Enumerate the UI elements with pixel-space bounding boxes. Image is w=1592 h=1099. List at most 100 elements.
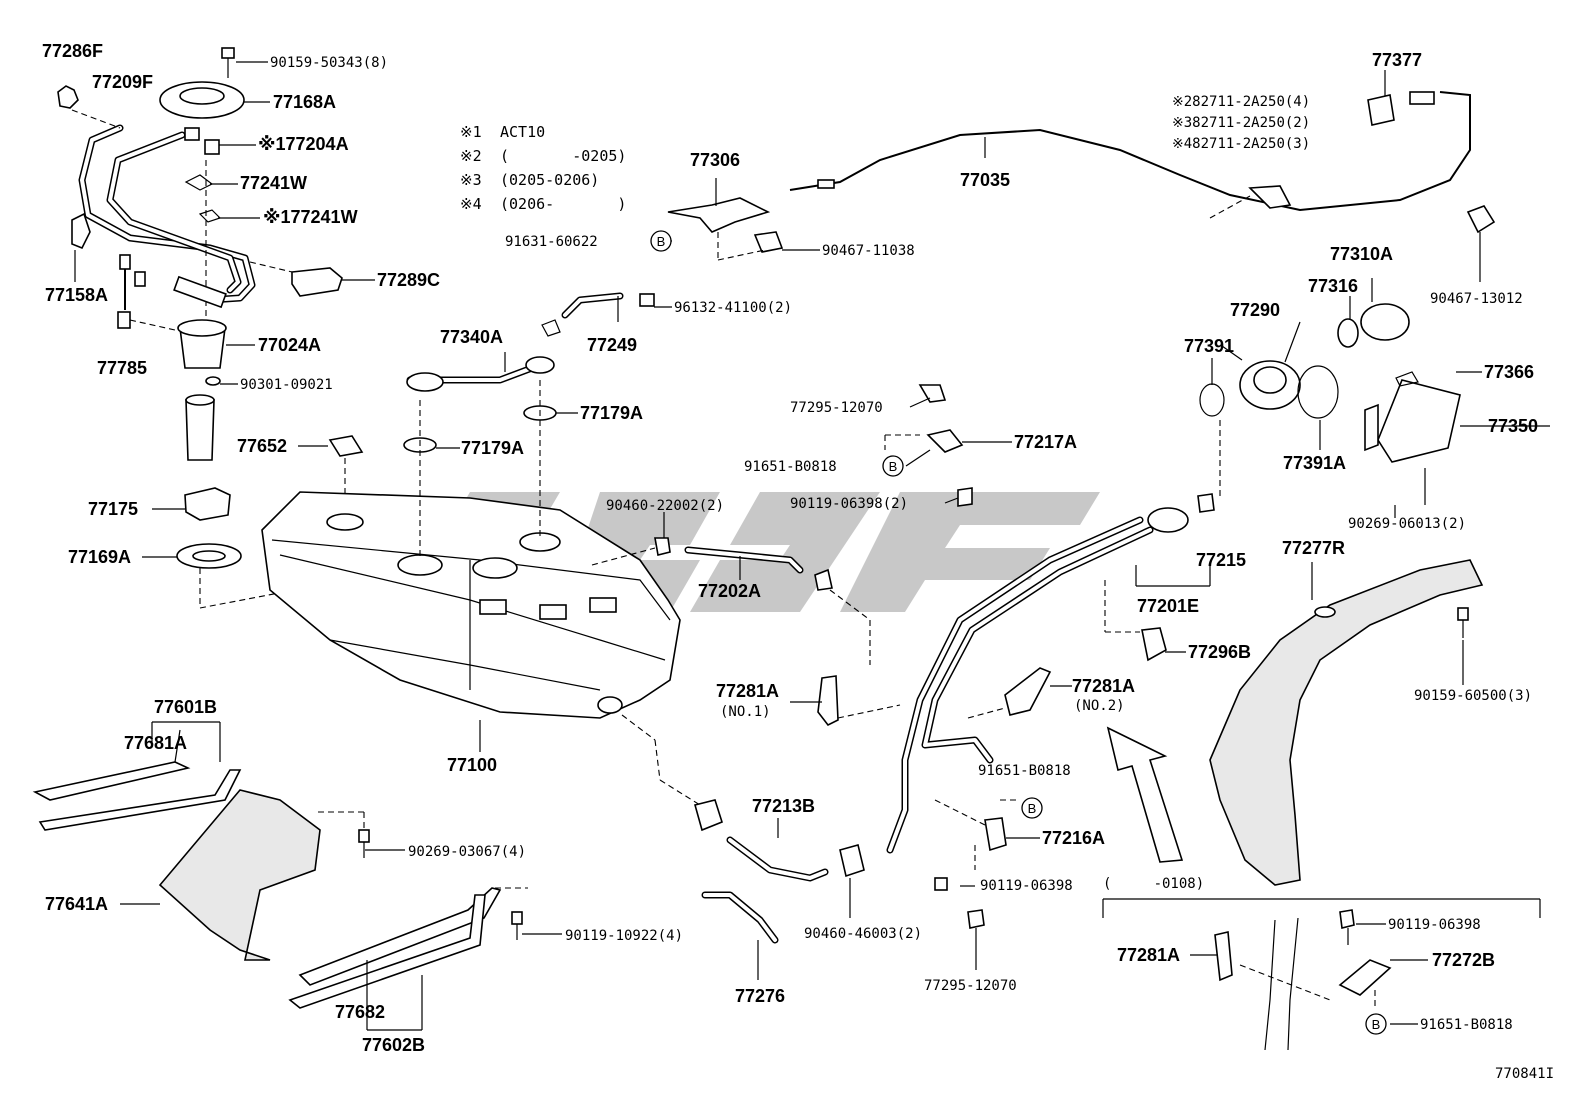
part-77377-shape bbox=[1367, 94, 1395, 126]
label-77366: 77366 bbox=[1484, 362, 1534, 382]
callout-b-3-text: B bbox=[1028, 801, 1037, 816]
label-77281A-no1-sub: (NO.1) bbox=[720, 704, 771, 720]
label-82711-c: ※482711-2A250(3) bbox=[1172, 136, 1310, 152]
note-1-text: ACT10 bbox=[500, 123, 545, 141]
label-77652: 77652 bbox=[237, 436, 287, 456]
label-90467-11038: 90467-11038 bbox=[822, 243, 915, 259]
label-90159-60500: 90159-60500(3) bbox=[1414, 688, 1532, 704]
part-77316-shape bbox=[1337, 318, 1359, 348]
part-77652-shape bbox=[328, 435, 364, 457]
filler-pipe-77201E bbox=[886, 507, 1211, 854]
label-77601B: 77601B bbox=[154, 697, 217, 717]
bolt-90159-50343-shape bbox=[221, 47, 235, 59]
label-77169A: 77169A bbox=[68, 547, 131, 567]
label-90119-10922: 90119-10922(4) bbox=[565, 928, 683, 944]
label-90119-06398-b: 90119-06398 bbox=[980, 878, 1073, 894]
label-90269-06013: 90269-06013(2) bbox=[1348, 516, 1466, 532]
label-0108: ( -0108) bbox=[1103, 876, 1204, 892]
note-2-text: ( -0205) bbox=[500, 147, 626, 165]
vent-tubes bbox=[403, 292, 655, 558]
label-77281A-no2: 77281A bbox=[1072, 676, 1135, 696]
note-4-mark: ※4 bbox=[460, 195, 482, 213]
part-77286F-shape bbox=[57, 85, 79, 109]
note-3-mark: ※3 bbox=[460, 171, 482, 189]
label-90119-06398-c: 90119-06398 bbox=[1388, 917, 1481, 933]
label-77277R: 77277R bbox=[1282, 538, 1345, 558]
note-3-text: (0205-0206) bbox=[500, 171, 599, 189]
callout-b-2-text: B bbox=[889, 459, 898, 474]
label-77217A: 77217A bbox=[1014, 432, 1077, 452]
label-77289C: 77289C bbox=[377, 270, 440, 290]
label-77306: 77306 bbox=[690, 150, 740, 170]
label-77276: 77276 bbox=[735, 986, 785, 1006]
note-2-mark: ※2 bbox=[460, 147, 482, 165]
label-77296B: 77296B bbox=[1188, 642, 1251, 662]
label-77281A-no2-sub: (NO.2) bbox=[1074, 698, 1125, 714]
note-1-mark: ※1 bbox=[460, 123, 482, 141]
label-90159-50343: 90159-50343(8) bbox=[270, 55, 388, 71]
callout-b-2 bbox=[882, 455, 904, 477]
part-77289C-shape bbox=[291, 267, 343, 297]
label-77202A: 77202A bbox=[698, 581, 761, 601]
label-77377: 77377 bbox=[1372, 50, 1422, 70]
label-77340A: 77340A bbox=[440, 327, 503, 347]
tank-straps bbox=[32, 721, 528, 1031]
label-77024A: 77024A bbox=[258, 335, 321, 355]
label-77290: 77290 bbox=[1230, 300, 1280, 320]
label-77175: 77175 bbox=[88, 499, 138, 519]
label-82711-a: ※282711-2A250(4) bbox=[1172, 94, 1310, 110]
label-77179A-b: 77179A bbox=[461, 438, 524, 458]
callout-b-4 bbox=[1365, 1013, 1387, 1035]
callout-b-1-text: B bbox=[657, 234, 666, 249]
opener-cable-group bbox=[667, 70, 1496, 282]
part-77175-shape bbox=[184, 487, 231, 521]
label-77100: 77100 bbox=[447, 755, 497, 775]
label-77215: 77215 bbox=[1196, 550, 1246, 570]
label-77295-12070-a: 77295-12070 bbox=[790, 400, 883, 416]
label-77249: 77249 bbox=[587, 335, 637, 355]
fuel-pump-group bbox=[57, 47, 401, 609]
part-77306-shape bbox=[667, 197, 771, 233]
label-90460-46003: 90460-46003(2) bbox=[804, 926, 922, 942]
hose-77202A bbox=[591, 537, 871, 665]
label-77241W-b: ※177241W bbox=[263, 207, 358, 227]
b-callouts: B B B B bbox=[650, 230, 1387, 1035]
label-77391A: 77391A bbox=[1283, 453, 1346, 473]
label-77295-12070-b: 77295-12070 bbox=[924, 978, 1017, 994]
callout-b-1 bbox=[650, 230, 672, 252]
label-77641A: 77641A bbox=[45, 894, 108, 914]
fuel-tank-77100 bbox=[261, 491, 681, 752]
label-90460-22002: 90460-22002(2) bbox=[606, 498, 724, 514]
brackets-77281A bbox=[817, 384, 1052, 727]
label-77213B: 77213B bbox=[752, 796, 815, 816]
label-77168A: 77168A bbox=[273, 92, 336, 112]
label-90301-09021: 90301-09021 bbox=[240, 377, 333, 393]
label-77286F: 77286F bbox=[42, 41, 103, 61]
label-96132-41100: 96132-41100(2) bbox=[674, 300, 792, 316]
label-77785: 77785 bbox=[97, 358, 147, 378]
callout-b-4-text: B bbox=[1372, 1017, 1381, 1032]
label-91651-B0818-c: 91651-B0818 bbox=[1420, 1017, 1513, 1033]
note-4-text: (0206- ) bbox=[500, 195, 626, 213]
label-77209F: 77209F bbox=[92, 72, 153, 92]
label-77272B: 77272B bbox=[1432, 950, 1495, 970]
label-77602B: 77602B bbox=[362, 1035, 425, 1055]
label-77350: 77350 bbox=[1488, 416, 1538, 436]
label-77391: 77391 bbox=[1184, 336, 1234, 356]
label-77216A: 77216A bbox=[1042, 828, 1105, 848]
label-77204A: ※177204A bbox=[258, 134, 349, 154]
label-77682: 77682 bbox=[335, 1002, 385, 1022]
part-labels: 77286F 90159-50343(8) 77209F 77168A ※177… bbox=[42, 41, 1554, 1082]
lower-hoses bbox=[621, 714, 1020, 980]
label-82711-b: ※382711-2A250(2) bbox=[1172, 115, 1310, 131]
label-77281A-inset: 77281A bbox=[1117, 945, 1180, 965]
label-77681A: 77681A bbox=[124, 733, 187, 753]
label-77241W-a: 77241W bbox=[240, 173, 307, 193]
label-77316: 77316 bbox=[1308, 276, 1358, 296]
label-91651-B0818-a: 91651-B0818 bbox=[744, 459, 837, 475]
label-77035: 77035 bbox=[960, 170, 1010, 190]
label-77158A: 77158A bbox=[45, 285, 108, 305]
part-77277R-liner bbox=[1209, 559, 1484, 886]
fuel-pump-shape bbox=[185, 399, 215, 461]
